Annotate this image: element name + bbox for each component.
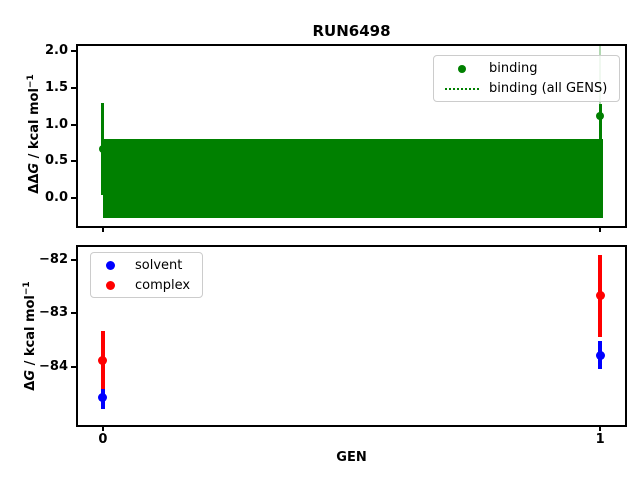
x-tick-mark: [599, 226, 602, 232]
binding-dot-icon: [458, 64, 466, 73]
x-tick-label: 1: [595, 432, 605, 447]
y-tick-mark: [71, 197, 78, 200]
errorbar-binding: [598, 104, 602, 218]
y-tick-mark: [71, 123, 78, 126]
y-tick-label: −84: [39, 359, 68, 375]
y-tick-label: 0.0: [44, 190, 68, 206]
y-tick-label: −83: [39, 305, 68, 321]
point-solvent: [595, 351, 605, 361]
binding-marker-icon: [442, 64, 482, 73]
x-tick-mark: [599, 425, 602, 431]
band-all-gens: [102, 138, 604, 218]
solvent-dot-icon: [105, 260, 115, 270]
x-tick-mark: [101, 425, 104, 431]
y-tick-label: 1.5: [44, 79, 68, 95]
solvent-marker-icon: [97, 260, 123, 270]
y-tick-mark: [71, 366, 78, 369]
point-binding: [98, 144, 107, 153]
complex-dot-icon: [105, 280, 115, 290]
bottom-y-axis-label-prefix: Δ: [23, 380, 39, 391]
legend-item-complex: complex: [97, 275, 196, 295]
binding-all-gens-marker-icon: [442, 87, 482, 90]
y-tick-mark: [71, 258, 78, 261]
complex-marker-icon: [97, 280, 123, 290]
y-tick-label: 1.0: [44, 116, 68, 132]
y-tick-mark: [71, 160, 78, 163]
point-solvent: [98, 393, 108, 403]
point-complex: [98, 355, 108, 365]
top-legend: binding binding (all GENS): [433, 55, 620, 102]
bottom-axes-frame: [76, 245, 627, 427]
point-binding: [596, 111, 605, 120]
y-tick-label: −82: [39, 251, 68, 267]
y-tick-label: 0.5: [44, 153, 68, 169]
dotted-line-icon: [445, 87, 479, 90]
figure-title: RUN6498: [312, 22, 391, 40]
legend-label-binding-all-gens: binding (all GENS): [489, 81, 608, 96]
legend-label-binding: binding: [489, 61, 538, 76]
y-tick-mark: [71, 312, 78, 315]
x-tick-label: 0: [98, 432, 108, 447]
bottom-legend: solvent complex: [90, 252, 203, 298]
y-tick-label: 2.0: [44, 43, 68, 59]
legend-item-binding-all-gens: binding (all GENS): [442, 79, 611, 99]
top-axes-frame: [76, 44, 627, 228]
x-tick-mark: [101, 226, 104, 232]
legend-label-complex: complex: [135, 277, 191, 293]
legend-item-binding: binding: [442, 59, 611, 79]
y-tick-mark: [71, 50, 78, 53]
point-complex: [595, 290, 605, 300]
x-axis-label: GEN: [336, 450, 367, 465]
bottom-y-axis-label-sup: −1: [21, 281, 32, 296]
y-tick-mark: [71, 86, 78, 89]
legend-item-solvent: solvent: [97, 255, 196, 275]
legend-label-solvent: solvent: [135, 257, 183, 273]
